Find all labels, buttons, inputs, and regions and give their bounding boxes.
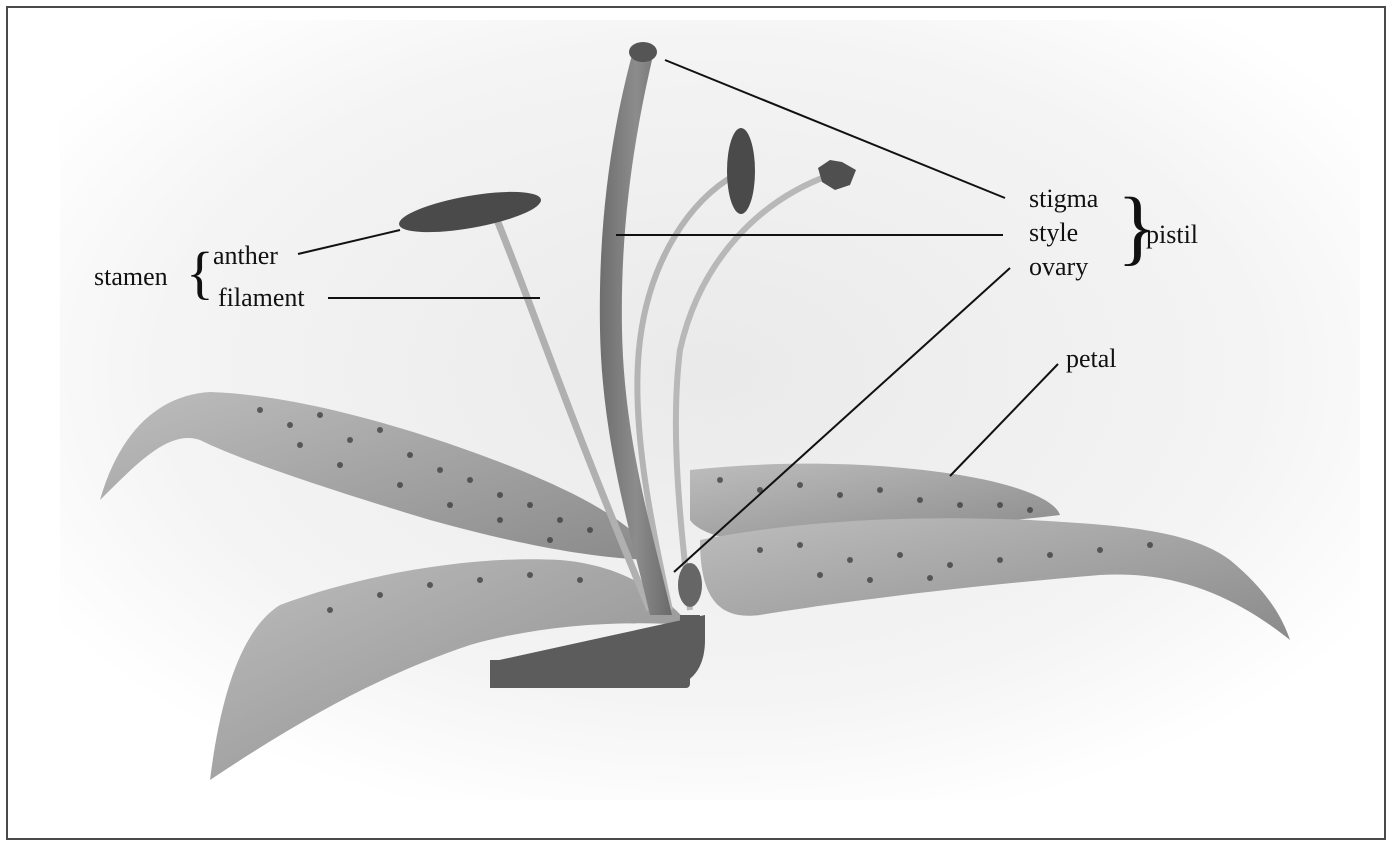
ovary-body [678,563,702,607]
label-anther: anther [213,243,278,269]
anther-middle [727,128,755,214]
label-petal: petal [1066,346,1117,372]
stem-base [490,660,690,688]
stigma-tip [629,42,657,62]
label-pistil: pistil [1146,222,1198,248]
label-stigma: stigma [1029,186,1098,212]
label-filament: filament [218,285,305,311]
label-stamen: stamen [94,264,168,290]
label-ovary: ovary [1029,254,1088,280]
label-style: style [1029,220,1078,246]
stamen-brace: { [186,244,214,302]
